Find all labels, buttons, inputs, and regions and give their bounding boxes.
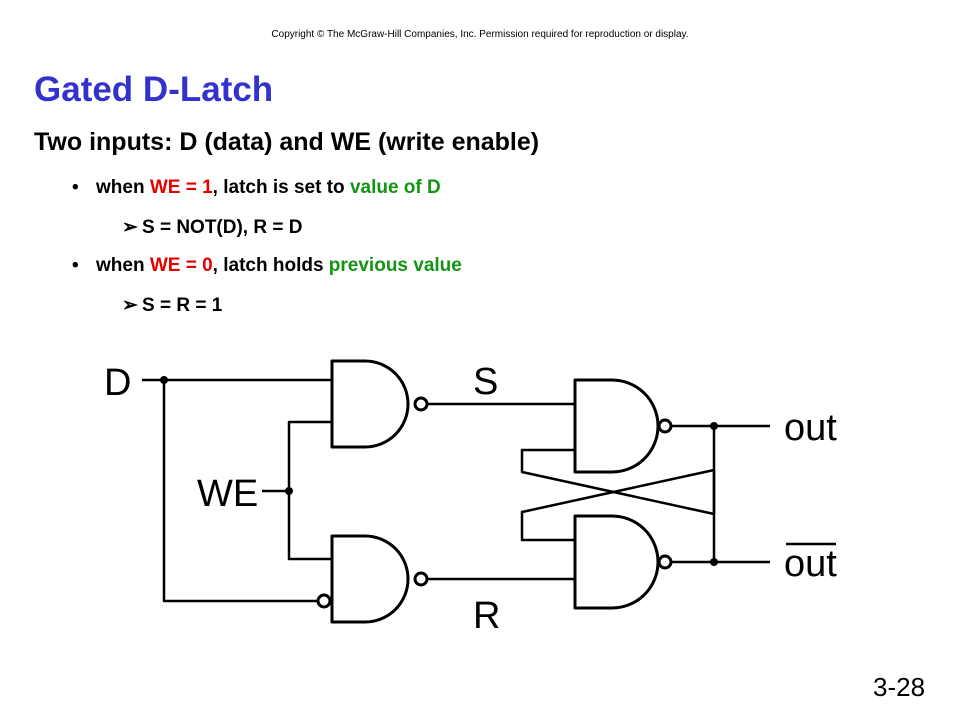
bullet-prefix: when: [96, 255, 150, 276]
input-inversion-bubble: [316, 593, 332, 609]
sub-bullet-we-0: ➢S = R = 1: [122, 294, 222, 317]
sub-bullet-text: S = R = 1: [142, 295, 223, 316]
copyright-notice: Copyright © The McGraw-Hill Companies, I…: [271, 29, 689, 40]
label-r: R: [473, 595, 500, 637]
bullet-dot: •: [72, 177, 79, 198]
junction-dot: [285, 487, 293, 495]
arrow-bullet-icon: ➢: [122, 217, 138, 238]
wire-feedback-out-bar: [520, 468, 716, 562]
label-out-bar: out: [784, 543, 837, 585]
junction-dot: [160, 376, 168, 384]
junction-dot: [710, 422, 718, 430]
bullet-result: value of D: [349, 177, 441, 198]
label-s: S: [473, 361, 498, 403]
inversion-bubble: [413, 396, 429, 412]
bullet-dot: •: [72, 255, 79, 276]
wire-d-branch: [162, 380, 318, 603]
sub-bullet-we-1: ➢S = NOT(D), R = D: [122, 216, 302, 239]
label-out: out: [784, 407, 837, 449]
sub-bullet-text: S = NOT(D), R = D: [142, 217, 303, 238]
page-number: 3-28: [873, 672, 926, 702]
arrow-bullet-icon: ➢: [122, 295, 138, 316]
junction-dot: [710, 558, 718, 566]
bullet-prefix: when: [96, 177, 150, 198]
slide-heading: Two inputs: D (data) and WE (write enabl…: [34, 128, 540, 156]
nand-gate-bottom-right: [573, 514, 660, 610]
slide-title: Gated D-Latch: [34, 70, 274, 109]
nand-gate-top-left: [330, 359, 410, 449]
inversion-bubble: [657, 418, 673, 434]
bullet-condition: WE = 1: [149, 177, 213, 198]
bullet-condition: WE = 0: [149, 255, 213, 276]
bullet-middle: , latch holds: [212, 255, 329, 276]
wire-feedback-out: [520, 426, 716, 516]
label-we: WE: [197, 473, 258, 515]
inversion-bubble: [657, 554, 673, 570]
nand-gate-top-right: [573, 378, 660, 474]
bullet-middle: , latch is set to: [212, 177, 350, 198]
bullet-we-0: • when WE = 0, latch holds previous value: [72, 255, 462, 277]
bullet-we-1: • when WE = 1, latch is set to value of D: [72, 177, 441, 199]
inversion-bubble: [413, 571, 429, 587]
bullet-result: previous value: [328, 255, 462, 276]
wire-we-branch: [287, 420, 332, 561]
label-d: D: [104, 362, 131, 404]
nand-gate-bottom-left: [330, 534, 410, 624]
